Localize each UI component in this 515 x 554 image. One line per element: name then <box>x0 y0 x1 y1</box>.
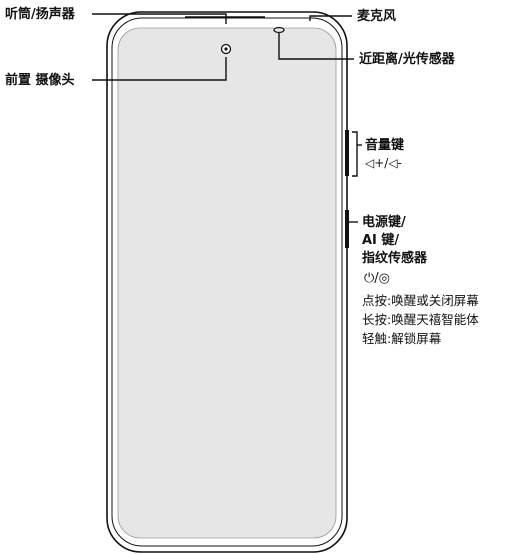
microphone-label: 麦克风 <box>357 9 397 24</box>
fingerprint-sensor-label: 指纹传感器 <box>362 251 428 266</box>
proximity-sensor-leader <box>278 33 354 60</box>
ai-key-label: AI 键/ <box>362 233 400 248</box>
front-camera-label: 前置 摄像头 <box>5 73 75 88</box>
power-function-tap: 点按:唤醒或关闭屏幕 <box>362 293 479 308</box>
power-function-long-press: 长按:唤醒天禧智能体 <box>362 312 479 327</box>
power-key-label: 电源键/ <box>362 215 406 230</box>
volume-key-label: 音量键 <box>365 138 405 153</box>
earpiece-leader <box>92 13 227 24</box>
microphone-leader <box>309 15 352 21</box>
front-camera-leader <box>92 57 227 81</box>
phone-screen <box>117 27 337 539</box>
volume-bracket <box>352 131 358 177</box>
power-function-touch: 轻触:解锁屏幕 <box>362 331 442 346</box>
power-symbols: ⏻/◎ <box>364 271 391 286</box>
earpiece-label: 听筒/扬声器 <box>5 7 75 22</box>
proximity-sensor-label: 近距离/光传感器 <box>359 52 455 67</box>
volume-symbols: ◁+/◁- <box>365 156 402 170</box>
proximity-sensor-dot <box>273 26 285 34</box>
volume-button <box>345 130 349 176</box>
power-button <box>345 210 349 248</box>
